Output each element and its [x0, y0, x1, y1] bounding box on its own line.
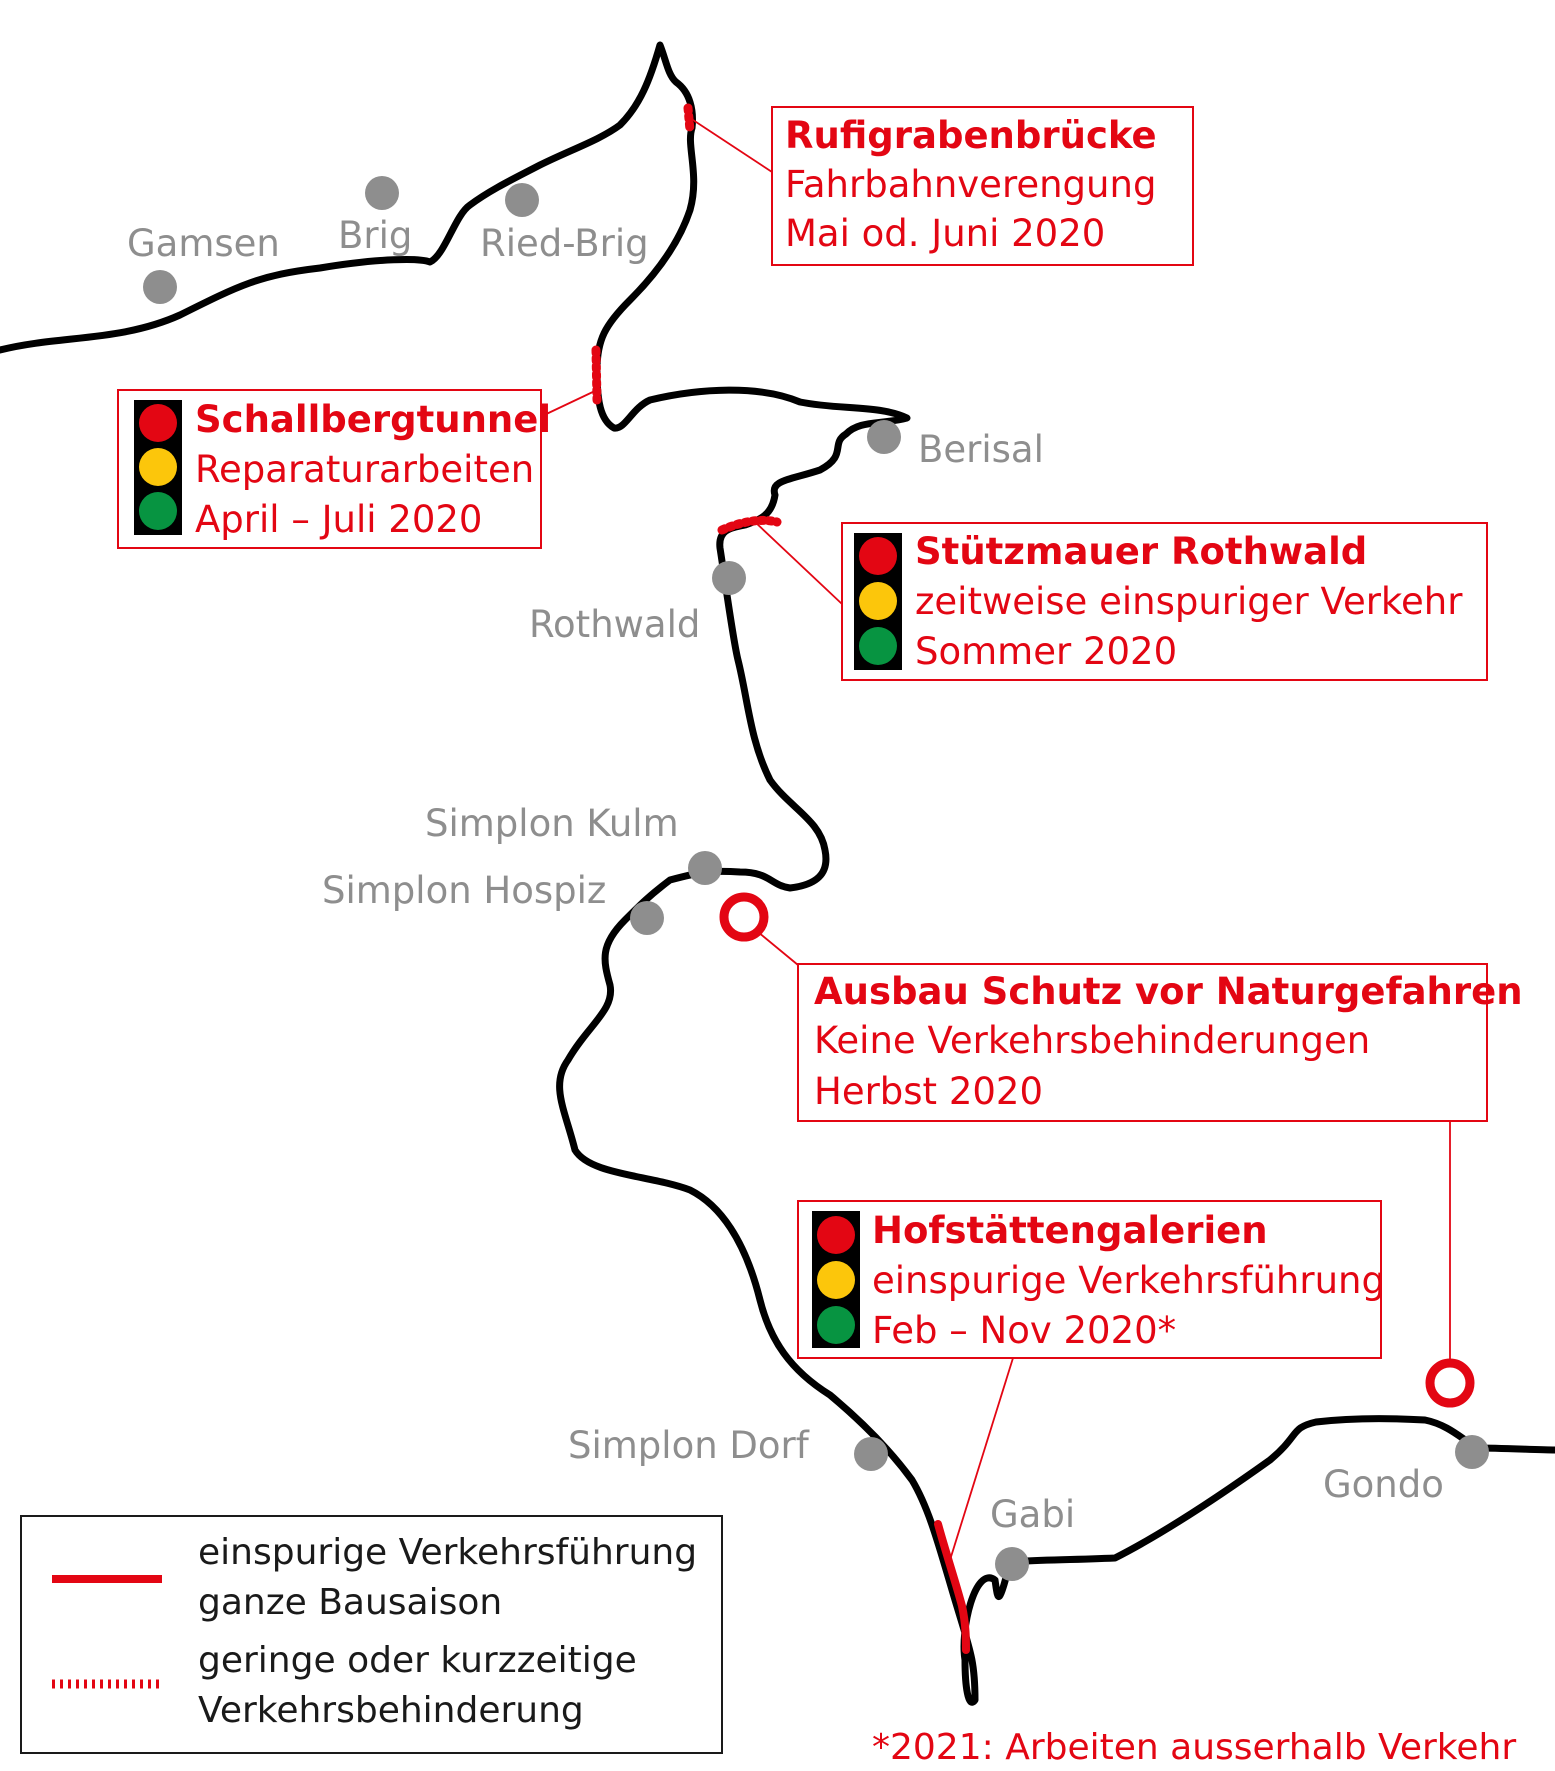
- legend: einspurige Verkehrsführung ganze Bausais…: [20, 1515, 723, 1754]
- legend-solid-label: einspurige Verkehrsführung: [198, 1532, 697, 1573]
- road-dotted-schallberg: [591, 345, 602, 405]
- info-box-frame: [797, 1200, 1382, 1359]
- place-label-gondo: Gondo: [1323, 1463, 1444, 1506]
- ring-markers: [719, 892, 1475, 1408]
- info-box-title: Rufigrabenbrücke: [785, 114, 1157, 157]
- info-box-title: Schallbergtunnel: [195, 398, 551, 441]
- connector-rufigraben: [689, 117, 773, 173]
- info-box-rufigraben: Rufigrabenbrücke Fahrbahnverengung Mai o…: [771, 106, 1194, 266]
- info-box-naturgefahren: Ausbau Schutz vor Naturgefahren Keine Ve…: [797, 963, 1523, 1122]
- red-ring-marker-icon: [1425, 1358, 1475, 1408]
- gamsen-dot-icon: [143, 270, 177, 304]
- connector-rothwald: [754, 521, 843, 605]
- simplon-kulm-dot-icon: [688, 851, 722, 885]
- legend-solid-label: ganze Bausaison: [198, 1582, 502, 1623]
- place-label-simplon-dorf: Simplon Dorf: [568, 1424, 810, 1467]
- road-dotted-rothwald: [717, 515, 782, 535]
- simplon-hospiz-dot-icon: [630, 901, 664, 935]
- connector-lines: [539, 117, 1451, 1561]
- info-box-line: Keine Verkehrsbehinderungen: [814, 1019, 1370, 1062]
- place-label-rothwald: Rothwald: [529, 603, 700, 646]
- footnote: *2021: Arbeiten ausserhalb Verkehr: [872, 1727, 1516, 1768]
- info-box-line: Sommer 2020: [915, 630, 1177, 673]
- place-label-ried-brig: Ried-Brig: [480, 222, 649, 265]
- info-box-rothwald: Stützmauer Rothwald zeitweise einspurige…: [841, 522, 1488, 681]
- info-box-line: einspurige Verkehrsführung: [872, 1259, 1385, 1302]
- info-box-title: Hofstättengalerien: [872, 1209, 1268, 1252]
- info-box-line: Reparaturarbeiten: [195, 448, 534, 491]
- info-box-title: Stützmauer Rothwald: [915, 530, 1367, 573]
- road-main: [0, 41, 1555, 1706]
- connector-hofstaetten: [949, 1357, 1014, 1561]
- legend-dotted-label: geringe oder kurzzeitige: [198, 1640, 637, 1681]
- info-box-frame: [771, 106, 1194, 266]
- gondo-dot-icon: [1455, 1435, 1489, 1469]
- info-box-line: Feb – Nov 2020*: [872, 1309, 1176, 1352]
- info-box-line: Fahrbahnverengung: [785, 163, 1156, 206]
- info-box-line: April – Juli 2020: [195, 498, 482, 541]
- place-label-gamsen: Gamsen: [127, 222, 280, 265]
- gabi-dot-icon: [995, 1547, 1029, 1581]
- info-box-hofstaetten: Hofstättengalerien einspurige Verkehrsfü…: [797, 1200, 1385, 1359]
- info-box-title: Ausbau Schutz vor Naturgefahren: [814, 970, 1523, 1013]
- road: [0, 41, 1555, 1706]
- info-box-line: zeitweise einspuriger Verkehr: [915, 580, 1463, 623]
- place-label-simplon-kulm: Simplon Kulm: [425, 802, 679, 845]
- traffic-light-icon: [134, 400, 182, 535]
- info-box-frame: [117, 389, 542, 549]
- simplon-dorf-dot-icon: [854, 1437, 888, 1471]
- rothwald-dot-icon: [712, 561, 746, 595]
- connector-schallberg: [539, 389, 598, 418]
- brig-dot-icon: [365, 176, 399, 210]
- ried-brig-dot-icon: [505, 183, 539, 217]
- info-box-schallberg: Schallbergtunnel Reparaturarbeiten April…: [117, 389, 551, 549]
- road-single-lane-section: [934, 1520, 970, 1654]
- road-dotted-rufigraben: [683, 103, 695, 135]
- legend-frame: [20, 1515, 723, 1754]
- place-label-simplon-hospiz: Simplon Hospiz: [322, 869, 606, 912]
- info-box-frame: [797, 963, 1488, 1122]
- traffic-light-icon: [854, 533, 902, 670]
- info-box-line: Mai od. Juni 2020: [785, 212, 1105, 255]
- place-labels: Gamsen Brig Ried-Brig Berisal Rothwald S…: [127, 214, 1444, 1536]
- place-dots: [143, 176, 1489, 1581]
- red-ring-marker-icon: [719, 892, 769, 942]
- connector-naturgefahren: [757, 931, 799, 966]
- legend-dotted-label: Verkehrsbehinderung: [198, 1690, 584, 1731]
- info-box-frame: [841, 522, 1488, 681]
- traffic-light-icon: [812, 1211, 860, 1348]
- place-label-gabi: Gabi: [990, 1493, 1075, 1536]
- berisal-dot-icon: [867, 420, 901, 454]
- place-label-berisal: Berisal: [918, 428, 1044, 471]
- info-box-line: Herbst 2020: [814, 1070, 1043, 1113]
- place-label-brig: Brig: [338, 214, 412, 257]
